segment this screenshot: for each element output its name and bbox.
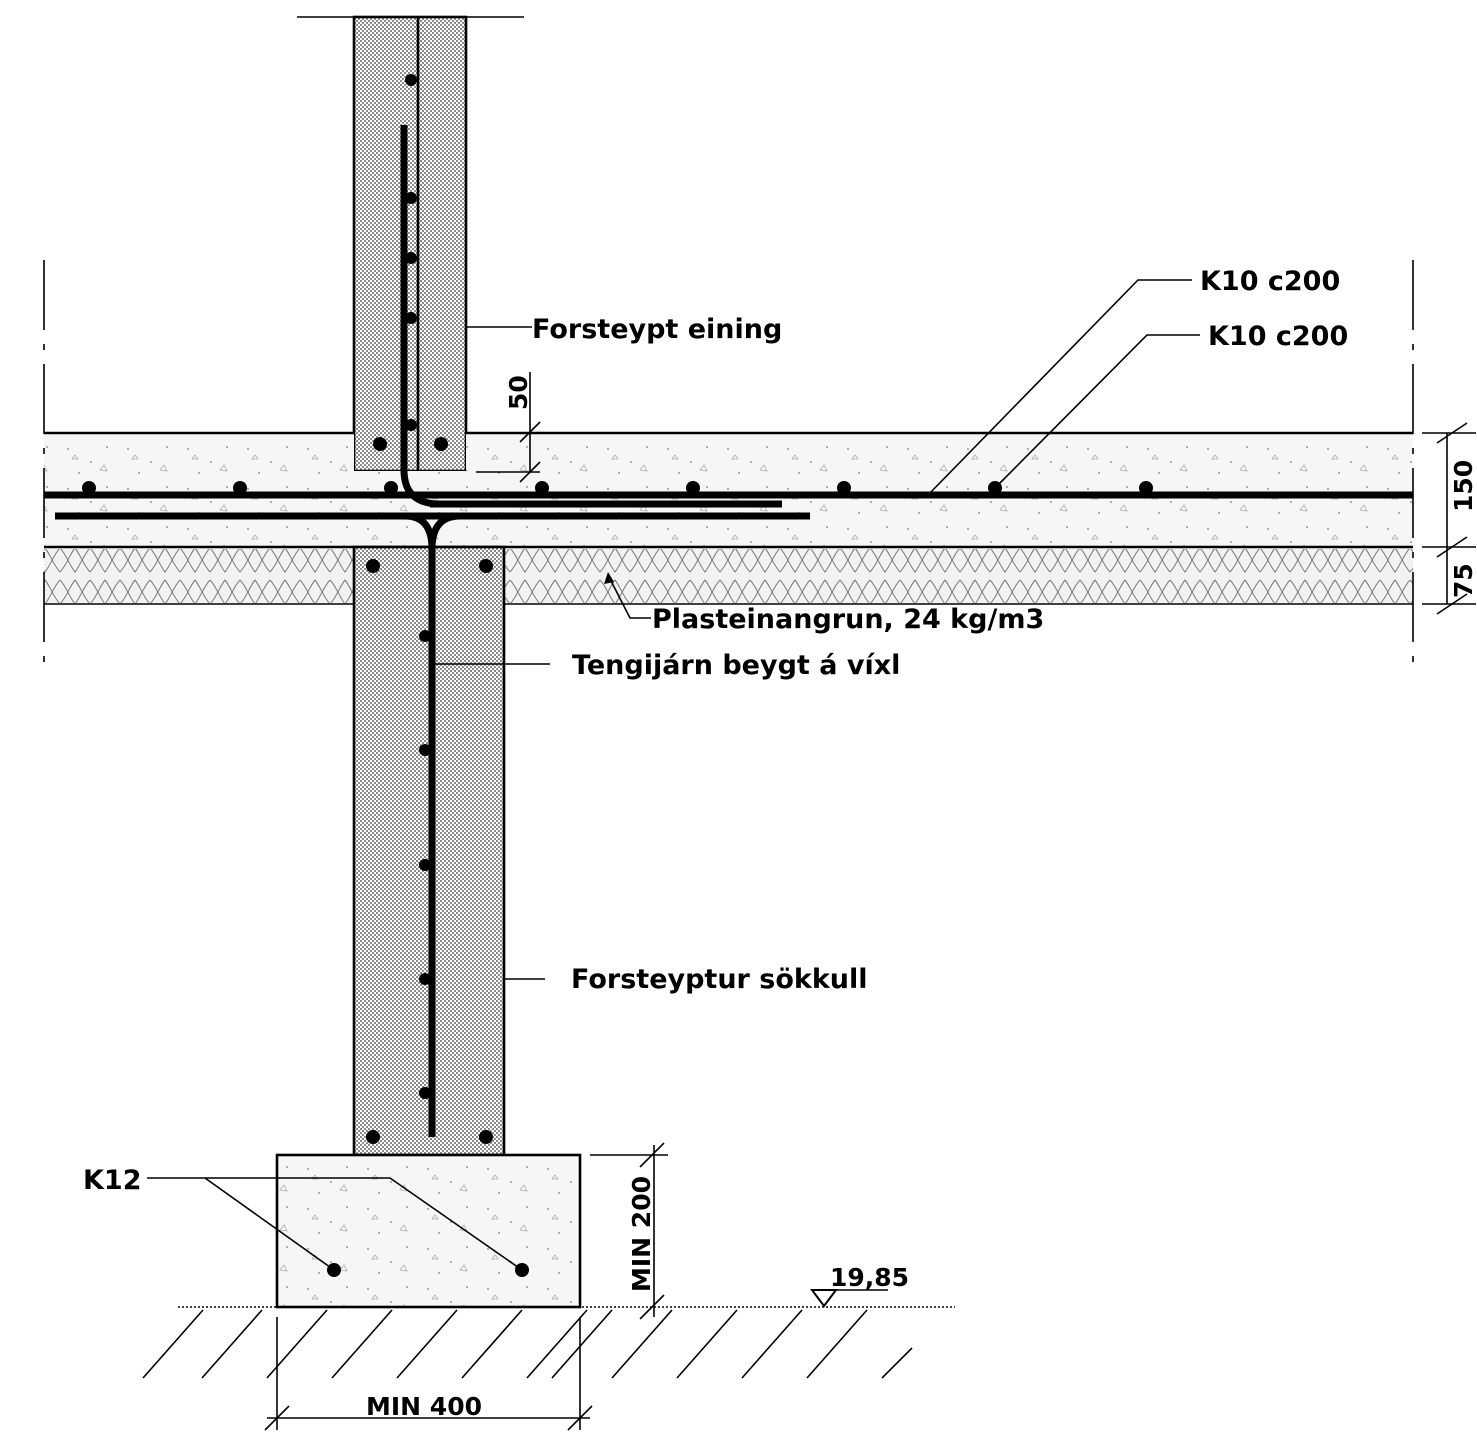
precast-plinth bbox=[352, 545, 506, 1157]
dim-footing-height: MIN 200 bbox=[627, 1176, 656, 1292]
dim-slab-thickness: 150 bbox=[1449, 460, 1477, 512]
footing bbox=[275, 1153, 582, 1309]
insulation-layer bbox=[44, 549, 1413, 605]
dimension-lines bbox=[264, 372, 1476, 1431]
leader-lines bbox=[147, 279, 1200, 1271]
section-edge-lines bbox=[43, 260, 1414, 662]
label-precast-plinth: Forsteyptur sökkull bbox=[571, 964, 868, 995]
dim-footing-width: MIN 400 bbox=[366, 1392, 482, 1421]
label-precast-unit: Forsteypt eining bbox=[532, 314, 782, 345]
dim-cover: 50 bbox=[504, 375, 533, 410]
precast-wall-unit bbox=[297, 15, 524, 473]
label-rebar-top: K10 c200 bbox=[1200, 266, 1340, 297]
label-rebar-bottom: K10 c200 bbox=[1208, 321, 1348, 352]
dim-insulation-thickness: 75 bbox=[1449, 563, 1477, 598]
floor-slab bbox=[44, 431, 1413, 549]
ground bbox=[142, 1306, 955, 1379]
connection-bars bbox=[400, 469, 461, 550]
label-insulation: Plasteinangrun, 24 kg/m3 bbox=[652, 604, 1044, 635]
label-connection-bar: Tengijárn beygt á víxl bbox=[572, 650, 900, 681]
label-footing-bars: K12 bbox=[83, 1165, 142, 1196]
level-marker: 19,85 bbox=[830, 1263, 909, 1292]
